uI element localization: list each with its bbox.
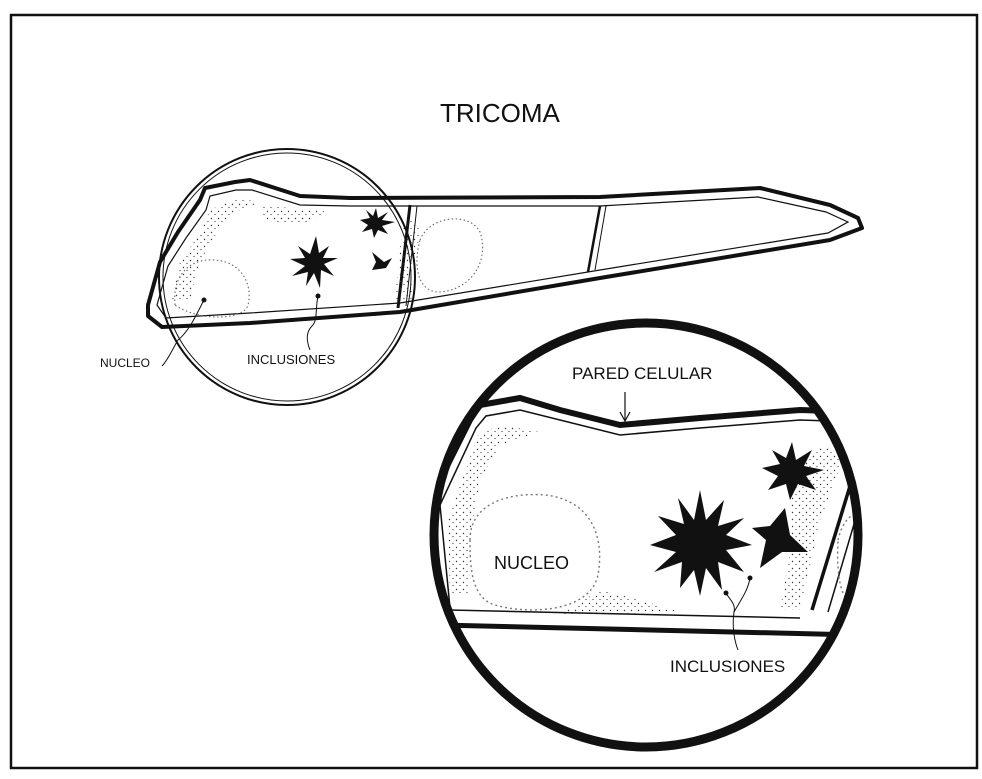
- druse-crystal: [290, 236, 338, 288]
- druse-crystal-large: [650, 490, 752, 596]
- nucleus-adjacent-cell: [417, 219, 483, 292]
- label-pared-celular: PARED CELULAR: [572, 364, 712, 384]
- pointer-inclusiones-small: [307, 296, 318, 350]
- druse-crystal-small: [360, 208, 395, 238]
- label-nucleo-big: NUCLEO: [494, 553, 569, 574]
- diagram-title: TRICOMA: [440, 98, 560, 129]
- pointer-inclusiones-big: [726, 593, 738, 650]
- prismatic-crystal: [372, 252, 392, 270]
- cytoplasm-stipple: [172, 198, 260, 300]
- label-nucleo-small: NUCLEO: [100, 356, 150, 370]
- magnified-view: [430, 398, 870, 650]
- label-inclusiones-small: INCLUSIONES: [247, 352, 335, 367]
- cell-wall-2: [588, 206, 600, 272]
- label-inclusiones-big: INCLUSIONES: [670, 657, 785, 677]
